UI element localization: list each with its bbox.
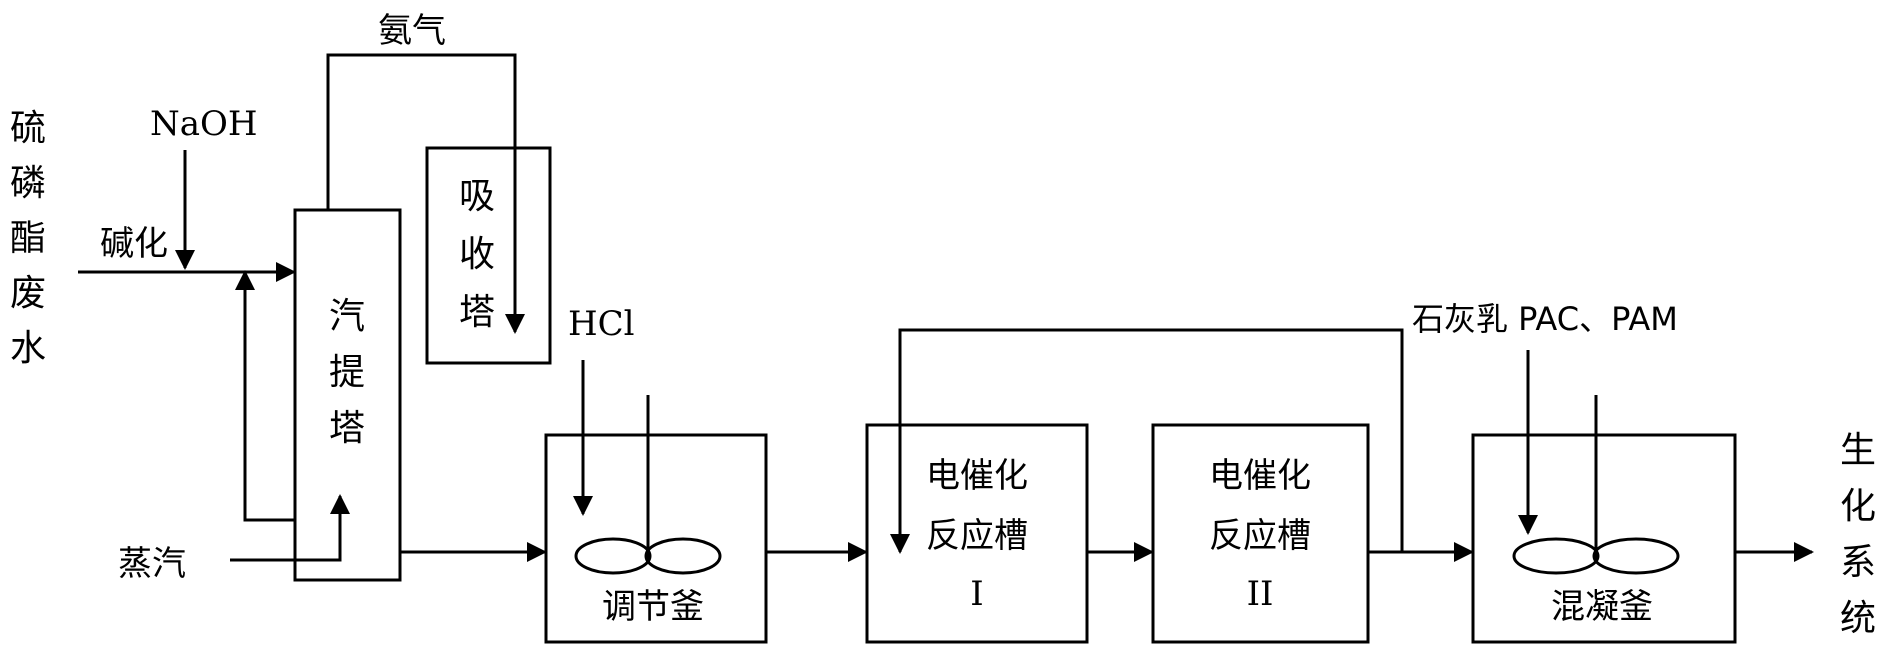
biochem-char-3: 系 xyxy=(1840,542,1876,583)
reactor-1 xyxy=(865,423,1089,644)
hcl-label: HCl xyxy=(568,304,635,344)
biochem-char-1: 生 xyxy=(1840,430,1876,471)
steam-label: 蒸汽 xyxy=(118,544,186,584)
regulating-agitator-blade-right xyxy=(644,537,722,575)
biochem-char-4: 统 xyxy=(1840,598,1876,639)
coag-reagents-label: 石灰乳 PAC、PAM xyxy=(1412,300,1678,338)
feed-label-char-4: 废 xyxy=(10,273,46,314)
regulating-tank xyxy=(544,433,768,644)
coag-agitator-blade-left xyxy=(1512,537,1600,575)
biochem-char-2: 化 xyxy=(1840,486,1876,527)
feed-label-char-3: 酯 xyxy=(10,218,46,259)
absorber-char-3: 塔 xyxy=(459,292,495,333)
reactor-2-line2: 反应槽 xyxy=(1209,516,1311,556)
absorber-char-1: 吸 xyxy=(459,176,495,217)
ammonia-label: 氨气 xyxy=(378,11,446,51)
stripper-char-2: 提 xyxy=(329,352,365,393)
regulating-agitator-blade-left xyxy=(574,537,652,575)
stripper-char-3: 塔 xyxy=(329,408,365,449)
feed-label-group: 硫 磷 酯 废 水 xyxy=(10,108,46,369)
absorber-char-2: 收 xyxy=(459,234,495,275)
absorber-tower xyxy=(425,146,552,365)
stripper-recycle-line xyxy=(243,272,295,522)
stripper-char-1: 汽 xyxy=(329,296,365,337)
coagulation-tank xyxy=(1471,433,1737,644)
regulating-tank-label: 调节釜 xyxy=(602,587,704,627)
alkalize-label: 碱化 xyxy=(100,224,168,264)
coag-agitator-blade-right xyxy=(1592,537,1680,575)
reactor-1-line2: 反应槽 xyxy=(926,516,1028,556)
reactor-1-id: I xyxy=(970,574,983,614)
feed-label-char-1: 硫 xyxy=(10,108,46,149)
reactor-2-id: II xyxy=(1247,574,1274,614)
stripper-tower xyxy=(293,208,402,582)
reactor-2 xyxy=(1151,423,1370,644)
feed-label-char-2: 磷 xyxy=(10,163,46,204)
reactor-recycle-line xyxy=(898,328,1404,552)
coagulation-tank-label: 混凝釜 xyxy=(1551,587,1653,627)
ammonia-line xyxy=(326,53,517,330)
feed-label-char-5: 水 xyxy=(10,328,46,369)
biochem-label-group: 生 化 系 统 xyxy=(1840,430,1876,639)
naoh-label: NaOH xyxy=(150,104,258,144)
reactor-2-line1: 电催化 xyxy=(1209,456,1311,496)
reactor-1-line1: 电催化 xyxy=(926,456,1028,496)
